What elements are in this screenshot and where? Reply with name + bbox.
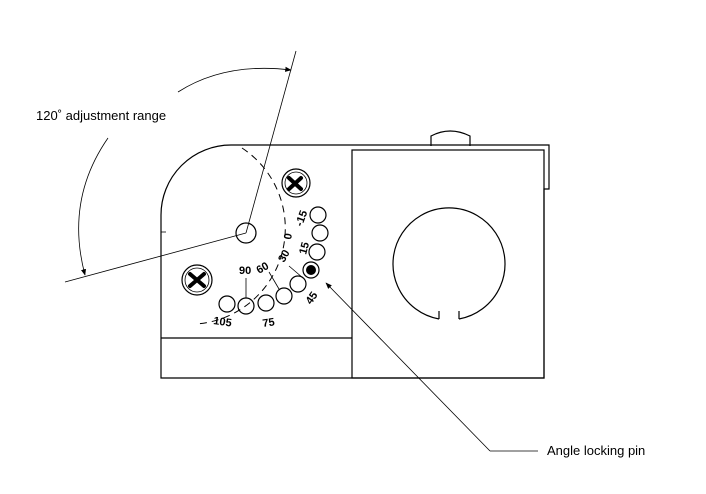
- index-hole-neg15: [309, 206, 327, 224]
- top-screw: [281, 168, 311, 198]
- angle-label-30: 30: [276, 248, 293, 265]
- pin-leader: [325, 282, 491, 452]
- pivot-hole: [235, 222, 257, 244]
- range-arc-lower: [78, 137, 109, 276]
- angle-label-90: 90: [239, 265, 251, 277]
- angle-label-neg15: -15: [294, 209, 311, 228]
- angle-label-15: 15: [297, 241, 312, 256]
- index-hole-0: [311, 224, 329, 242]
- angle-label-75: 75: [262, 316, 276, 330]
- range-arc-upper: [177, 66, 292, 93]
- dial-arc: [195, 147, 286, 325]
- clamp-bore: [392, 207, 506, 320]
- cross-icon: [287, 176, 303, 191]
- angle-label-0: 0: [282, 232, 295, 240]
- pin-label: Angle locking pin: [547, 443, 645, 458]
- index-holes: [218, 206, 329, 315]
- clamp-block: [351, 149, 545, 379]
- index-hole-105: [218, 295, 236, 313]
- tick-60: [268, 271, 280, 290]
- index-hole-60: [275, 287, 293, 305]
- range-label: 120˚ adjustment range: [36, 108, 166, 123]
- index-hole-45: [289, 275, 307, 293]
- bracket-housing: [160, 144, 550, 379]
- angle-label-45: 45: [304, 290, 321, 307]
- bottom-screw: [181, 264, 213, 296]
- top-knob: [430, 130, 471, 146]
- cross-icon: [188, 272, 206, 288]
- range-line-upper: [245, 50, 297, 234]
- angle-label-105: 105: [213, 315, 233, 329]
- tick-30: [288, 265, 304, 279]
- index-hole-15: [308, 243, 326, 261]
- range-line-lower: [64, 232, 247, 283]
- index-hole-75: [257, 294, 275, 312]
- angle-locking-pin: [302, 261, 320, 279]
- angle-label-60: 60: [255, 260, 272, 277]
